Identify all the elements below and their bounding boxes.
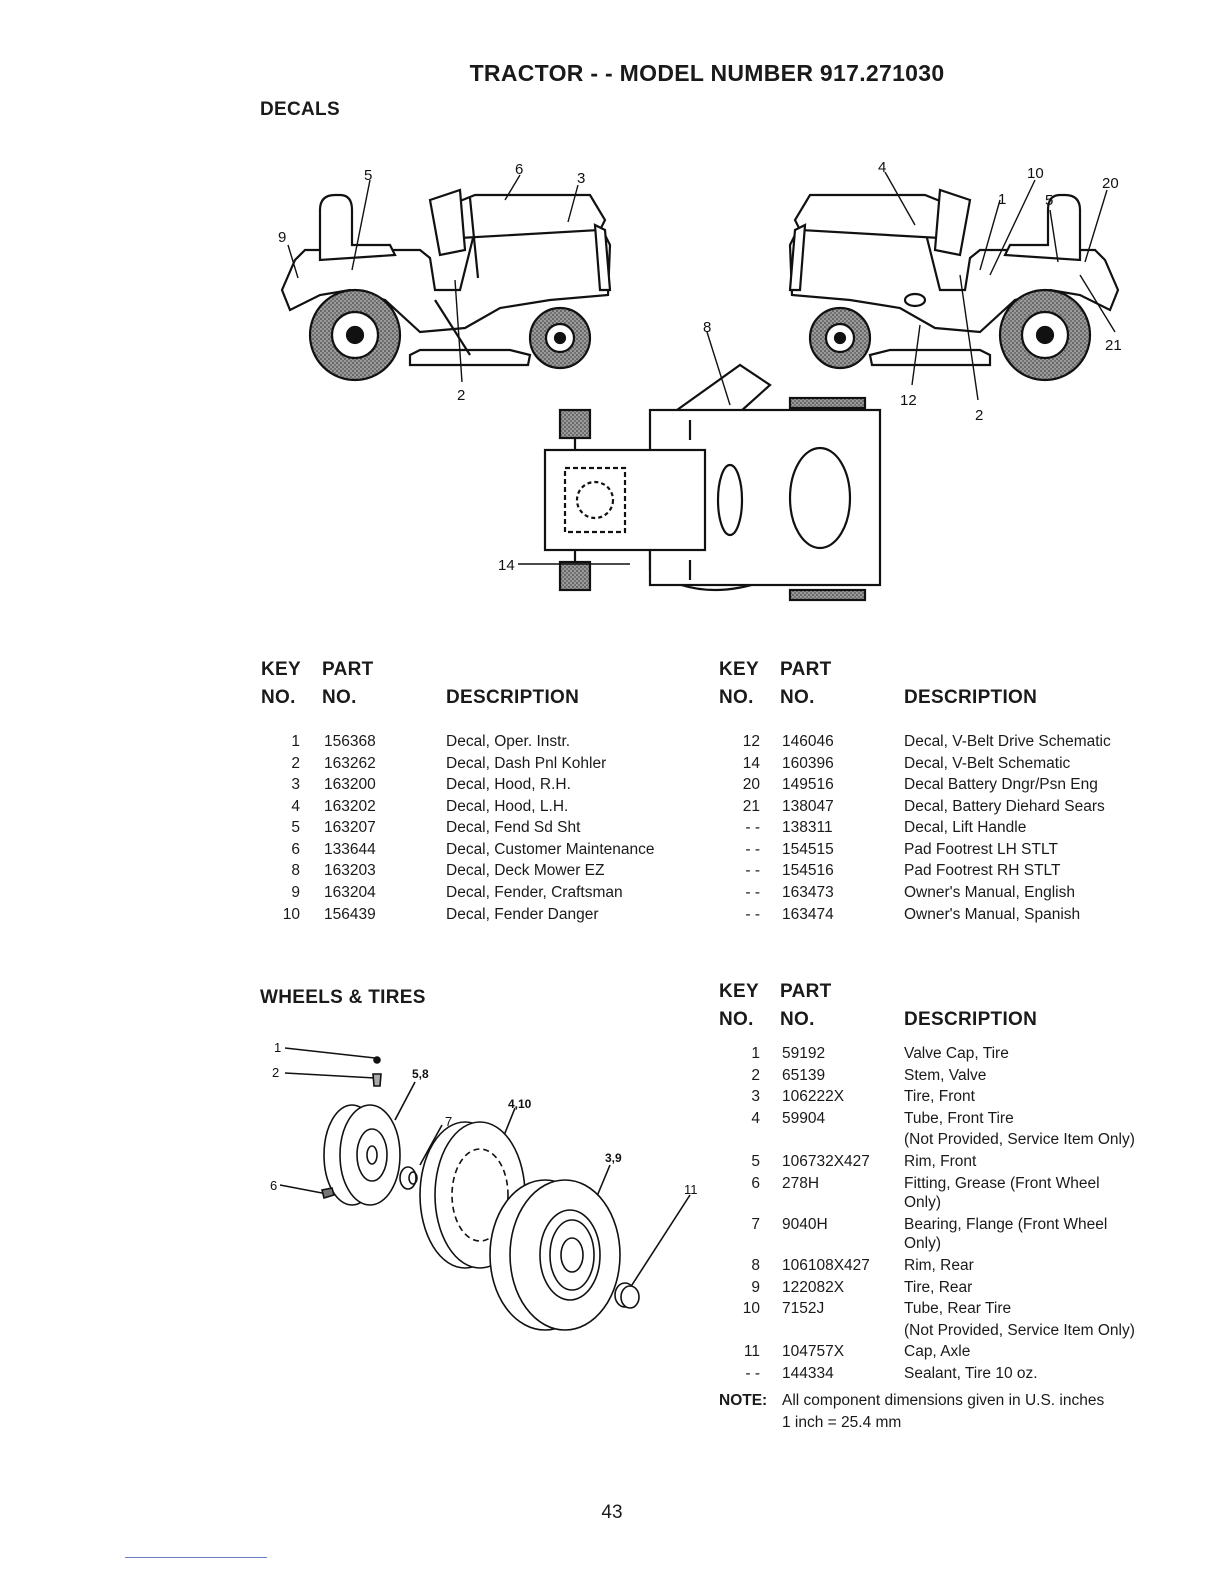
key-header: NO. <box>719 687 754 708</box>
tractor-top-view <box>543 363 882 602</box>
decals-diagram: 5 6 3 9 2 4 10 1 5 20 21 12 2 8 14 <box>278 159 1122 602</box>
callout-label: 20 <box>1102 175 1119 192</box>
tractor-left-side-view <box>788 188 1120 382</box>
callout-label: 5,8 <box>412 1067 429 1081</box>
callout-label: 7 <box>445 1114 452 1129</box>
callout-label: 2 <box>272 1065 279 1080</box>
wheels-exploded-diagram: 1 2 5,8 4,10 7 3,9 6 11 <box>270 1040 698 1331</box>
decals-section-title: DECALS <box>260 99 340 120</box>
part-header: NO. <box>780 687 815 708</box>
page-number: 43 <box>601 1502 623 1523</box>
part-header: PART <box>780 659 832 680</box>
callout-label: 8 <box>703 319 711 336</box>
callout-label: 3 <box>577 170 585 187</box>
callout-label: 12 <box>900 392 917 409</box>
callout-label: 4,10 <box>508 1097 532 1111</box>
tractor-right-side-view <box>280 188 612 382</box>
description-header: DESCRIPTION <box>446 687 580 708</box>
wheels-section-title: WHEELS & TIRES <box>260 987 426 1008</box>
key-header: KEY <box>261 659 301 680</box>
key-header: NO. <box>719 1009 754 1030</box>
footer-rule <box>125 1557 267 1558</box>
part-header: NO. <box>780 1009 815 1030</box>
callout-label: 11 <box>684 1182 698 1197</box>
callout-label: 6 <box>515 161 523 178</box>
callout-label: 9 <box>278 229 286 246</box>
callout-label: 2 <box>457 387 465 404</box>
page-title: TRACTOR - - MODEL NUMBER 917.271030 <box>469 60 945 86</box>
description-header: DESCRIPTION <box>904 687 1038 708</box>
note-label: NOTE: <box>719 1392 768 1409</box>
key-header: KEY <box>719 659 759 680</box>
callout-label: 5 <box>1045 192 1053 209</box>
callout-label: 1 <box>274 1040 281 1055</box>
part-header: NO. <box>322 687 357 708</box>
part-header: PART <box>322 659 374 680</box>
callout-label: 2 <box>975 407 983 424</box>
description-header: DESCRIPTION <box>904 1009 1038 1030</box>
callout-label: 14 <box>498 557 515 574</box>
callout-label: 21 <box>1105 337 1122 354</box>
callout-label: 1 <box>998 191 1006 208</box>
note-conversion: 1 inch = 25.4 mm <box>782 1414 902 1431</box>
callout-label: 6 <box>270 1178 277 1193</box>
key-header: NO. <box>261 687 296 708</box>
callout-label: 10 <box>1027 165 1044 182</box>
callout-label: 5 <box>364 167 372 184</box>
callout-label: 3,9 <box>605 1151 622 1165</box>
part-header: PART <box>780 981 832 1002</box>
note-text: All component dimensions given in U.S. i… <box>782 1392 1105 1409</box>
callout-label: 4 <box>878 159 886 176</box>
key-header: KEY <box>719 981 759 1002</box>
